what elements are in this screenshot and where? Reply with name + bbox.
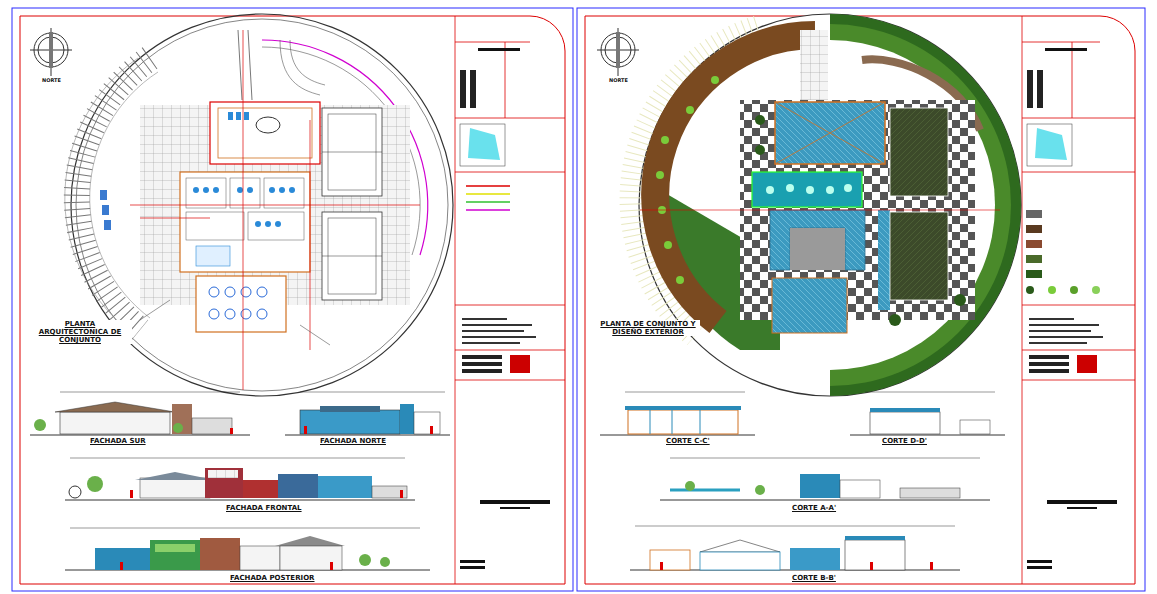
view-title: CORTE D-D' (880, 437, 929, 445)
view-title: FACHADA FRONTAL (224, 504, 304, 512)
view-title: FACHADA NORTE (318, 437, 388, 445)
view-title: CORTE C-C' (664, 437, 712, 445)
view-title: FACHADA SUR (88, 437, 148, 445)
view-title: FACHADA POSTERIOR (228, 574, 317, 582)
view-title: CORTE B-B' (790, 574, 838, 582)
drawing-title: PLANTA ARQUITECTONICA DE CONJUNTO (28, 320, 132, 344)
north-label: NORTE (40, 78, 63, 84)
view-title: CORTE A-A' (790, 504, 838, 512)
drawing-title: PLANTA DE CONJUNTO Y DISEÑO EXTERIOR (596, 320, 700, 336)
north-label: NORTE (607, 78, 630, 84)
